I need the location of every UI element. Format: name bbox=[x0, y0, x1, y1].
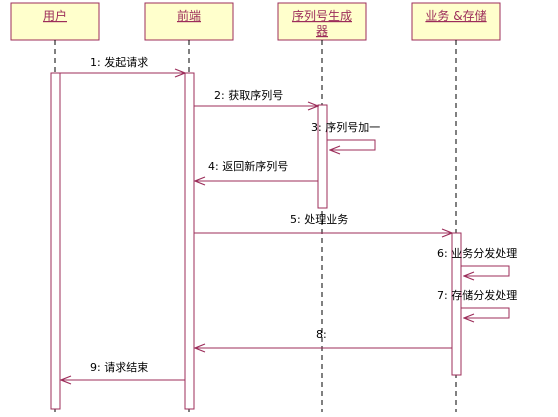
actor-seqgen: 序列号生成 器 bbox=[277, 2, 367, 41]
actor-label-seqgen-line1: 序列号生成 bbox=[292, 8, 352, 23]
actor-box-frontend bbox=[144, 2, 234, 41]
activation-seqgen bbox=[317, 104, 328, 209]
actor-frontend: 前端 bbox=[144, 2, 234, 41]
message-3: 3: 序列号加一 bbox=[311, 120, 380, 150]
message-1-label: 1: 发起请求 bbox=[90, 55, 148, 69]
message-2: 2: 获取序列号 bbox=[194, 88, 318, 106]
message-8: 8: bbox=[195, 328, 452, 348]
message-5: 5: 处理业务 bbox=[194, 213, 452, 233]
actor-label-user: 用户 bbox=[43, 8, 67, 23]
message-2-label: 2: 获取序列号 bbox=[214, 88, 283, 102]
message-7: 7: 存储分发处理 bbox=[437, 288, 517, 318]
message-3-arrow bbox=[327, 139, 376, 150]
message-8-label: 8: bbox=[316, 328, 327, 341]
message-3-label: 3: 序列号加一 bbox=[311, 120, 380, 134]
message-7-label: 7: 存储分发处理 bbox=[437, 288, 517, 302]
actor-box-seqgen bbox=[277, 2, 367, 41]
actor-label-bizstore: 业务 &存储 bbox=[425, 8, 486, 23]
message-6-arrow bbox=[461, 265, 510, 276]
message-9-label: 9: 请求结束 bbox=[90, 361, 148, 374]
activation-bizstore bbox=[451, 232, 462, 376]
message-9: 9: 请求结束 bbox=[61, 361, 185, 380]
actor-label-frontend: 前端 bbox=[177, 8, 201, 23]
message-6-label: 6: 业务分发处理 bbox=[437, 246, 517, 260]
message-4: 4: 返回新序列号 bbox=[195, 159, 318, 181]
actor-user: 用户 bbox=[10, 2, 100, 41]
activation-frontend bbox=[184, 72, 195, 410]
message-5-label: 5: 处理业务 bbox=[290, 213, 348, 226]
actor-label-seqgen-line2: 器 bbox=[316, 24, 328, 38]
actor-box-bizstore bbox=[411, 2, 501, 41]
activation-user bbox=[50, 72, 61, 410]
message-1: 1: 发起请求 bbox=[60, 55, 185, 73]
message-6: 6: 业务分发处理 bbox=[437, 246, 517, 276]
message-7-arrow bbox=[461, 307, 510, 318]
actor-bizstore: 业务 &存储 bbox=[411, 2, 501, 41]
message-4-label: 4: 返回新序列号 bbox=[208, 159, 288, 173]
actor-box-user bbox=[10, 2, 100, 41]
